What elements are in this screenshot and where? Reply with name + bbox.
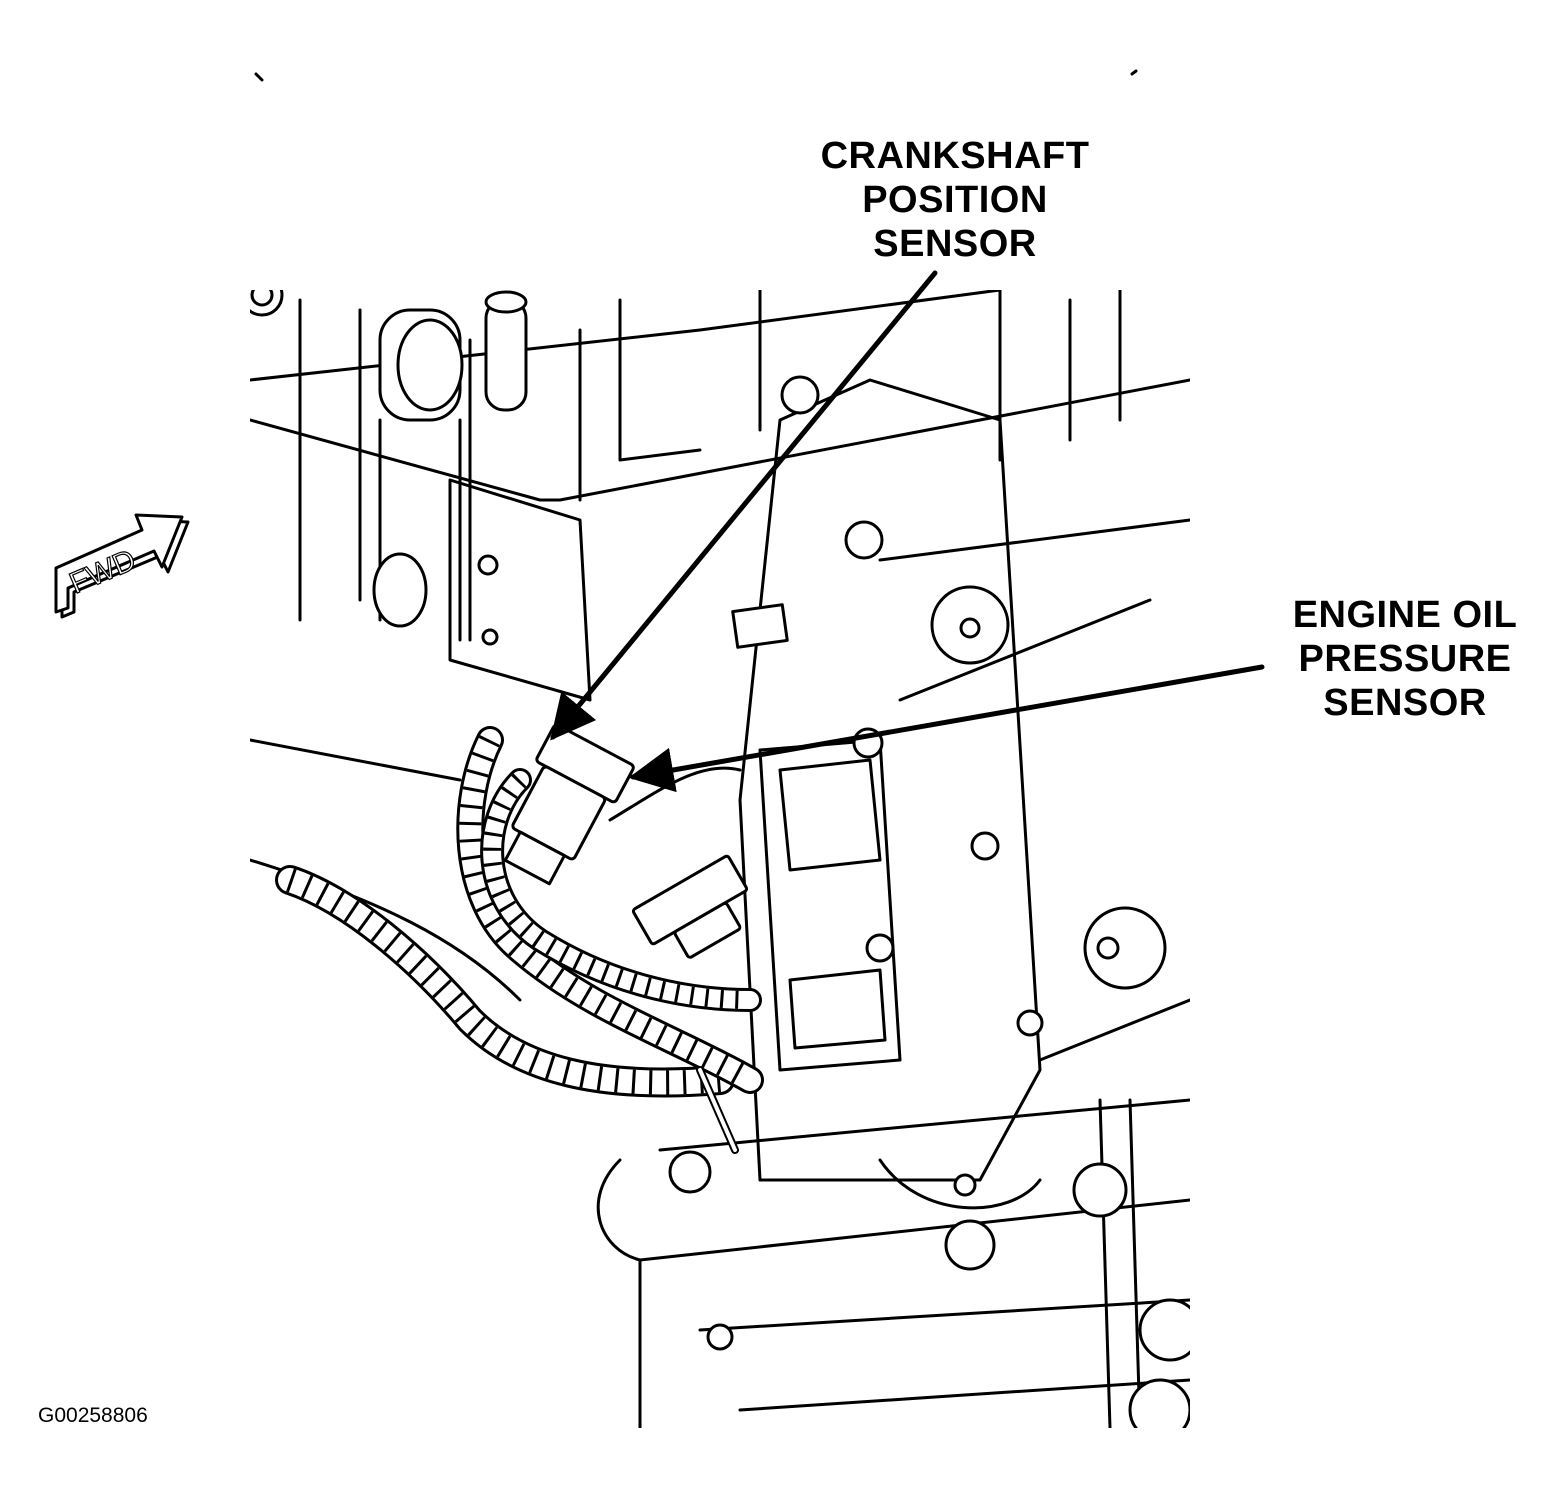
bolt-top	[780, 375, 820, 415]
bracket-outline	[738, 378, 1042, 1182]
harness-inner-fill	[483, 771, 759, 1009]
plate-rivet	[477, 554, 499, 576]
bolt-far-right	[1016, 1009, 1044, 1037]
fwd-arrow: FWD	[54, 513, 190, 619]
cable-tie-inner	[698, 1068, 737, 1152]
crank-sensor-connector	[503, 723, 635, 886]
oil-sensor-connector	[631, 854, 749, 959]
bolt-upper	[844, 520, 884, 560]
core-plug-lower-center	[1096, 936, 1120, 960]
core-plug-upper-center	[959, 617, 981, 639]
pan-mount-curve	[878, 1158, 1042, 1210]
oil-pressure-sensor-callout: ENGINE OIL PRESSURE SENSOR	[1255, 593, 1555, 725]
block-lower-edge	[250, 378, 1190, 502]
harness-loom-fill	[278, 868, 732, 1095]
small-block	[731, 603, 789, 649]
dipstick-cap	[484, 290, 528, 314]
bracket-slot-lower	[788, 968, 887, 1050]
boss-lower-hole	[372, 552, 428, 628]
pan-hole-left	[706, 1323, 734, 1351]
pan-boss-lower	[1138, 1298, 1190, 1362]
pan-boss-bottom	[1128, 1378, 1190, 1428]
block-ribs	[298, 298, 582, 642]
emblem-inner	[250, 290, 274, 307]
top-mark-left	[254, 72, 264, 82]
pan-hole-center	[953, 1173, 977, 1197]
pan-right-verticals	[1098, 1098, 1142, 1428]
pan-boss-right	[1072, 1162, 1128, 1218]
crankshaft-sensor-callout: CRANKSHAFT POSITION SENSOR	[790, 134, 1120, 266]
right-block-edges	[878, 518, 1190, 1062]
callout-line: POSITION	[862, 179, 1048, 221]
bolt-right	[970, 831, 1000, 861]
bolt-lower	[865, 933, 895, 963]
callout-line: SENSOR	[873, 223, 1037, 265]
sensor-wire	[608, 766, 742, 822]
crank-leader-arrow	[550, 270, 938, 741]
oil-leader-arrow	[628, 664, 1265, 793]
figure-id: G00258806	[38, 1404, 148, 1427]
dipstick-tube	[484, 298, 528, 412]
callout-line: PRESSURE	[1298, 638, 1512, 680]
pan-bolt	[668, 1150, 712, 1194]
callout-line: CRANKSHAFT	[820, 135, 1090, 177]
pan-rails	[638, 1098, 1190, 1412]
block-panel	[618, 290, 762, 462]
harness-branch-ribs	[459, 735, 756, 1090]
bracket-slot-upper	[778, 758, 882, 872]
callout-line: SENSOR	[1323, 682, 1487, 724]
pan-left-curve	[596, 1158, 642, 1428]
callout-line: ENGINE OIL	[1292, 594, 1518, 636]
emblem-circle	[250, 290, 284, 317]
plate-dot	[481, 628, 499, 646]
block-top-edge	[250, 290, 1002, 382]
engine-block-group	[250, 290, 1190, 1428]
core-plug-lower	[1083, 906, 1167, 990]
pan-boss-mid	[944, 1219, 996, 1271]
right-block-ribs	[998, 290, 1122, 462]
boss-upper-hole	[396, 318, 464, 412]
top-mark-right	[1130, 69, 1138, 76]
